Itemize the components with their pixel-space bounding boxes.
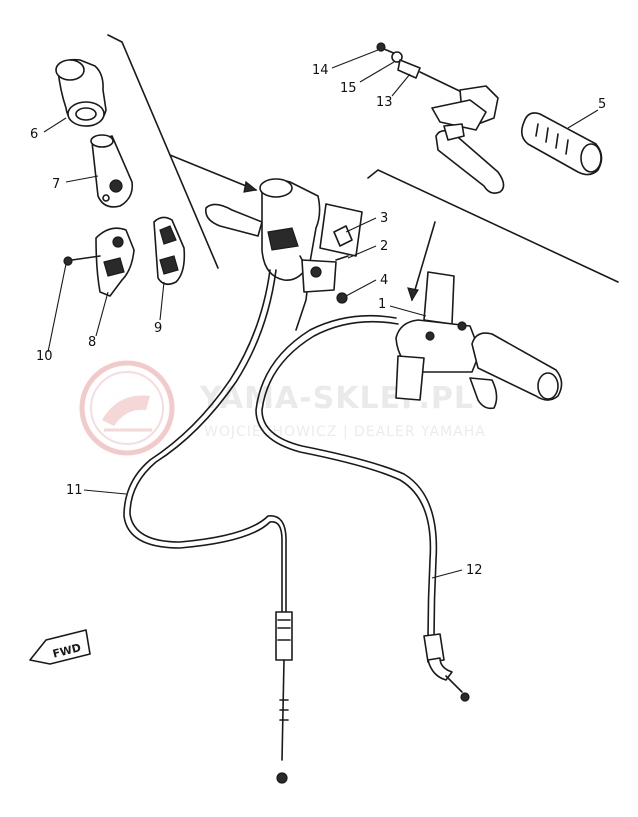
callout-labels: 14 15 13 5 6 7 3 2 4 1 10 8 9 11 12 bbox=[30, 63, 606, 578]
cable-11 bbox=[123, 269, 293, 784]
callout-4: 4 bbox=[380, 273, 388, 288]
callout-11: 11 bbox=[66, 483, 83, 498]
callout-6: 6 bbox=[30, 127, 38, 142]
bracket-right bbox=[367, 169, 619, 283]
callout-5: 5 bbox=[598, 97, 606, 112]
pointer-arrowhead-right bbox=[407, 287, 419, 302]
callout-10: 10 bbox=[36, 349, 53, 364]
housing-cover-part bbox=[153, 216, 186, 286]
callout-8: 8 bbox=[88, 335, 96, 350]
lever-part bbox=[431, 99, 505, 194]
callout-7: 7 bbox=[52, 177, 60, 192]
throttle-housing-part bbox=[95, 227, 135, 297]
callout-15: 15 bbox=[340, 81, 357, 96]
throttle-grip-part bbox=[55, 58, 107, 127]
screw-part bbox=[63, 255, 101, 266]
leader-lines bbox=[43, 49, 599, 579]
callout-1: 1 bbox=[378, 297, 386, 312]
callout-2: 2 bbox=[380, 239, 388, 254]
watermark-subtitle: WOJCIECHOWICZ | DEALER YAMAHA bbox=[204, 424, 486, 440]
pointer-arrowhead-left bbox=[243, 180, 258, 193]
pointer-arrow-right bbox=[411, 221, 436, 301]
watermark-logo bbox=[79, 360, 175, 456]
fwd-arrow: FWD bbox=[29, 629, 91, 665]
callout-9: 9 bbox=[154, 321, 162, 336]
callout-12: 12 bbox=[466, 563, 483, 578]
watermark-title: YAMA-SKLEP.PL bbox=[199, 381, 474, 416]
small-hardware-parts bbox=[333, 225, 353, 304]
bracket-left bbox=[107, 34, 219, 269]
pointer-arrow-left bbox=[169, 154, 257, 191]
left-grip-part bbox=[520, 112, 603, 176]
right-lever-assembly bbox=[395, 271, 563, 410]
throttle-sleeve-part bbox=[90, 134, 134, 208]
watermark: YAMA-SKLEP.PL WOJCIECHOWICZ | DEALER YAM… bbox=[79, 360, 486, 456]
callout-13: 13 bbox=[376, 95, 393, 110]
callout-3: 3 bbox=[380, 211, 388, 226]
callout-14: 14 bbox=[312, 63, 329, 78]
throttle-assembly bbox=[204, 178, 363, 331]
cable-12 bbox=[255, 314, 470, 702]
